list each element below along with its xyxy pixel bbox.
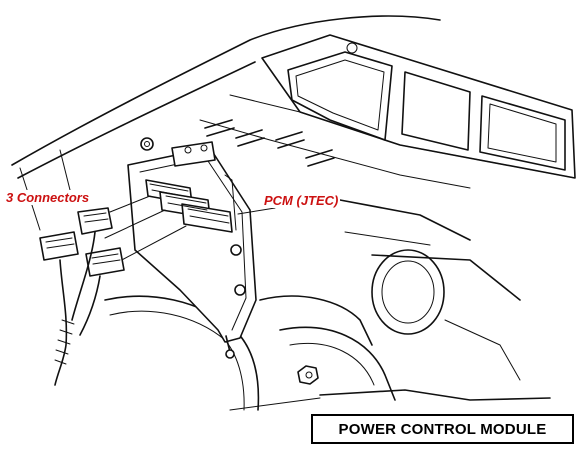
round-bracket xyxy=(371,249,445,335)
cowl-window-right xyxy=(479,95,566,171)
pcm-module-drawing xyxy=(127,141,257,359)
hex-nut xyxy=(297,365,319,385)
connectors-label: 3 Connectors xyxy=(4,190,92,205)
hood-inner-line xyxy=(17,61,256,179)
pcm-socket-3 xyxy=(181,203,233,233)
cowl-window-mid xyxy=(401,71,471,151)
figure-title: POWER CONTROL MODULE xyxy=(338,420,547,438)
cowl-window-left xyxy=(287,51,393,141)
title-box: POWER CONTROL MODULE xyxy=(311,414,574,444)
mounting-studs xyxy=(140,119,335,167)
pcm-label: PCM (JTEC) xyxy=(262,193,341,208)
wire-harness-drawing xyxy=(39,207,125,386)
hood-line xyxy=(11,15,441,166)
